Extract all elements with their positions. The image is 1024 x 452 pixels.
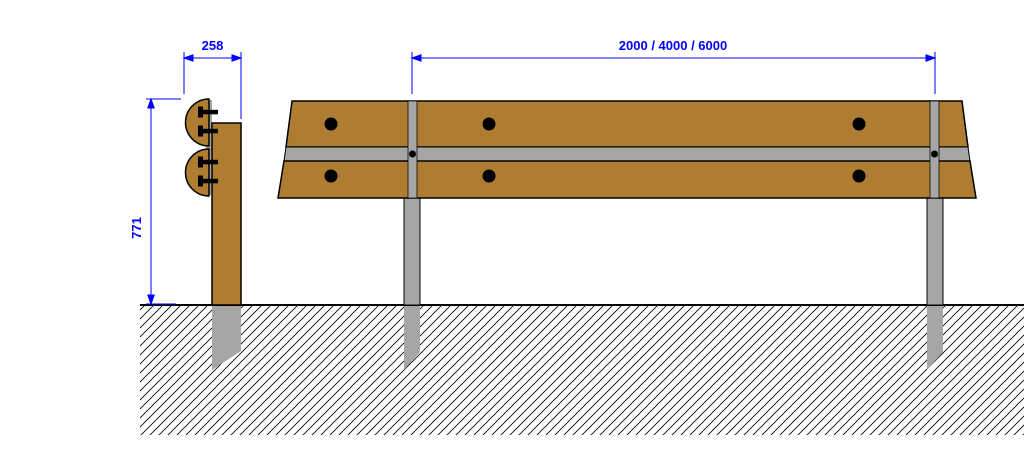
rail-bolt-icon xyxy=(324,117,338,131)
dim-label-height: 771 xyxy=(129,217,144,239)
dim-arrow-right-icon xyxy=(231,54,243,62)
rail-board-top xyxy=(285,100,969,148)
steel-band xyxy=(283,146,971,162)
rail-joint-2 xyxy=(929,100,940,199)
dimension-width: 258 xyxy=(182,38,243,119)
dimension-fill-group: 258 2000 / 4000 / 6000 771 xyxy=(129,38,937,306)
ground-hatch xyxy=(140,305,1024,435)
elevation-post-2-buried xyxy=(927,305,943,370)
bolt-icon xyxy=(198,156,218,168)
dim-label-width: 258 xyxy=(202,38,224,53)
cross-section-post-buried xyxy=(212,305,241,370)
joint-bolt-icon xyxy=(931,150,938,158)
dim-arrow-left-icon xyxy=(182,54,194,62)
dimension-annotations: 258 2000 / 4000 / 6000 771 xyxy=(129,38,937,306)
cross-section-view xyxy=(184,98,242,306)
bolt-icon xyxy=(198,175,218,187)
elevation-view xyxy=(277,100,977,306)
elevation-post-1 xyxy=(403,196,421,306)
rail-bolt-icon xyxy=(324,169,338,183)
rail-bolt-icon xyxy=(482,117,496,131)
rail-joint-1 xyxy=(407,100,418,199)
dim-arrow-down-icon xyxy=(147,294,155,306)
dim-label-spacing: 2000 / 4000 / 6000 xyxy=(619,38,727,53)
dim-arrow-right-icon xyxy=(925,54,937,62)
dim-arrow-left-icon xyxy=(410,54,422,62)
dim-arrow-up-icon xyxy=(147,97,155,109)
rail-profile-top xyxy=(184,98,210,147)
joint-bolt-icon xyxy=(409,150,416,158)
dimension-spacing: 2000 / 4000 / 6000 xyxy=(410,38,937,94)
rail-bolt-icon xyxy=(852,169,866,183)
cross-section-steel-band xyxy=(206,100,212,195)
elevation-bolts xyxy=(324,117,938,183)
cross-section-post xyxy=(211,122,242,306)
bolt-icon xyxy=(198,125,218,137)
rail-bolt-icon xyxy=(482,169,496,183)
rail-profile-bottom xyxy=(184,148,210,197)
rail-bolt-icon xyxy=(852,117,866,131)
elevation-post-2 xyxy=(926,196,944,306)
rail-board-bottom xyxy=(277,160,977,199)
cross-section-bolts xyxy=(198,106,218,187)
dimension-height: 771 xyxy=(129,97,181,306)
elevation-post-1-buried xyxy=(404,305,420,370)
bolt-icon xyxy=(198,106,218,118)
